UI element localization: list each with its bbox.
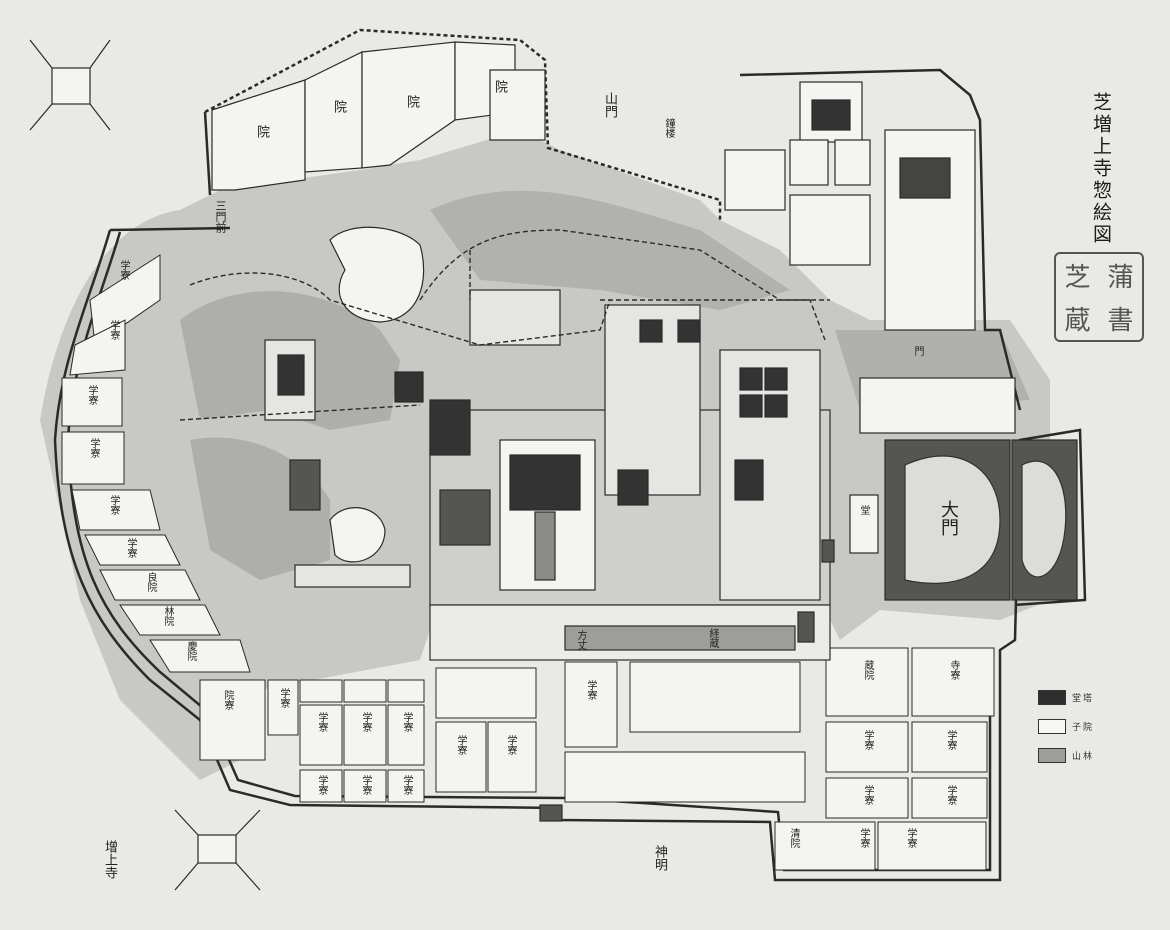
legend-row: 子院: [1038, 719, 1148, 734]
interior-roads: [179, 229, 830, 421]
legend-swatch: [1038, 690, 1066, 705]
subtemple-label: 学寮: [316, 775, 327, 795]
bridge-north: [51, 67, 91, 105]
legend-label: 山林: [1072, 752, 1095, 762]
subtemple-label: 学寮: [108, 320, 119, 340]
subtemple-label: 学寮: [125, 538, 136, 558]
subtemple-label: 学寮: [862, 730, 873, 750]
subtemple-label: 良院: [145, 572, 156, 592]
subtemple-label: 学寮: [401, 712, 412, 732]
legend-swatch: [1038, 719, 1066, 734]
legend-swatch: [1038, 748, 1066, 763]
label-shinmei: 神明: [652, 845, 667, 871]
misc-label: 鐘楼: [663, 118, 674, 138]
subtemple-label: 学寮: [86, 385, 97, 405]
subtemple-label: 学寮: [505, 735, 516, 755]
bottom-subtemple-grid: [199, 647, 995, 871]
subtemple-label: 学寮: [862, 785, 873, 805]
subtemple-label: 学寮: [88, 438, 99, 458]
subtemple-label: 学寮: [585, 680, 596, 700]
gate-south: [539, 804, 563, 822]
east-compound: [724, 81, 1016, 434]
legend-label: 堂塔: [1072, 694, 1095, 704]
misc-label: 門: [912, 346, 923, 356]
north-block-label: 院: [254, 125, 269, 138]
label-daimon: 大門: [938, 500, 959, 536]
subtemple-label: 学寮: [278, 688, 289, 708]
east-enclosure: [849, 439, 1078, 601]
subtemple-label: 学寮: [360, 712, 371, 732]
legend-row: 山林: [1038, 748, 1148, 763]
subtemple-label: 学寮: [360, 775, 371, 795]
seal-char: 書: [1107, 306, 1134, 336]
seal-char: 芝: [1064, 263, 1091, 293]
north-block-label: 院: [404, 95, 419, 108]
gate-east: [797, 611, 815, 643]
legend-row: 堂塔: [1038, 690, 1148, 705]
left-subtemple-blocks: [61, 254, 251, 673]
subtemple-label: 学寮: [118, 260, 129, 280]
label-sanmon: 山門: [602, 92, 617, 118]
legend-label: 子院: [1072, 723, 1095, 733]
collector-seal: 芝 蒲 蔵 書: [1054, 252, 1144, 342]
subtemple-label: 学寮: [945, 730, 956, 750]
subtemple-label: 院寮: [222, 690, 233, 710]
subtemple-label: 寺寮: [948, 660, 959, 680]
subtemple-label: 林院: [162, 606, 173, 626]
label-zojoji: 增上寺: [102, 840, 117, 879]
subtemple-label: 学寮: [455, 735, 466, 755]
subtemple-label: 学寮: [108, 495, 119, 515]
seal-char: 蔵: [1064, 306, 1091, 336]
subtemple-label: 蔵院: [862, 660, 873, 680]
central-precinct: [264, 289, 831, 606]
map-legend: 堂塔 子院 山林: [1038, 690, 1148, 777]
north-block-label: 院: [331, 100, 346, 113]
hill-left: [329, 226, 425, 563]
north-compound: [211, 41, 546, 191]
main-avenue: [429, 539, 835, 822]
misc-label: 経蔵: [707, 628, 718, 648]
label-inscription: 三門前: [214, 200, 227, 233]
misc-label: 堂: [858, 505, 869, 515]
misc-label: 方丈: [575, 630, 586, 650]
bridges: [29, 39, 261, 891]
north-block-label: 院: [492, 80, 507, 93]
map-title: 芝増上寺惣絵図: [1090, 92, 1112, 246]
subtemple-label: 清院: [788, 828, 799, 848]
subtemple-label: 慶院: [185, 641, 196, 661]
subtemple-label: 学寮: [858, 828, 869, 848]
seal-char: 蒲: [1107, 263, 1134, 293]
subtemple-label: 学寮: [316, 712, 327, 732]
bridge-south: [197, 834, 237, 864]
main-hall: [509, 454, 581, 511]
subtemple-label: 学寮: [905, 828, 916, 848]
subtemple-label: 学寮: [401, 775, 412, 795]
subtemple-label: 学寮: [945, 785, 956, 805]
